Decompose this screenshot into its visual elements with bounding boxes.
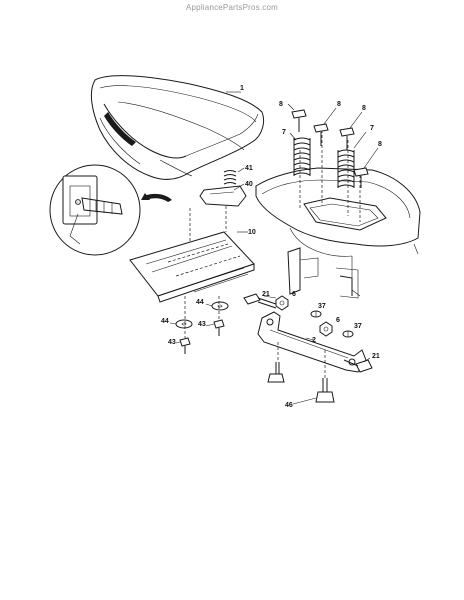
fender-frame (255, 130, 421, 299)
callout-43-upper: 43 (198, 321, 206, 328)
seat-part (90, 75, 265, 180)
callout-44-upper: 44 (196, 299, 204, 306)
washer-44-lower (175, 319, 193, 329)
callout-6-right: 6 (336, 317, 340, 324)
spring-right-part (337, 131, 367, 188)
callout-40: 40 (245, 181, 253, 188)
nut-6-left (275, 295, 289, 311)
screw-part-d (353, 147, 379, 188)
callout-1: 1 (240, 85, 244, 92)
spring-left-part (289, 132, 311, 176)
callout-10: 10 (248, 229, 256, 236)
callout-7a: 7 (282, 129, 286, 136)
callout-7b: 7 (370, 125, 374, 132)
callout-43-lower: 43 (168, 339, 176, 346)
spacer-37-top (310, 310, 322, 318)
callout-21-right: 21 (372, 353, 380, 360)
callout-8c: 8 (362, 105, 366, 112)
bolt-21-right (343, 359, 373, 373)
screw-part-a (287, 103, 307, 132)
callout-8d: 8 (378, 141, 382, 148)
callout-37-top: 37 (318, 303, 326, 310)
screw-part-c (339, 111, 363, 150)
bolt-21-left (243, 293, 277, 309)
bolt-43-lower (179, 296, 191, 354)
spacer-37-right (342, 330, 354, 338)
latch-plate-part (199, 183, 247, 207)
callout-37-right: 37 (354, 323, 362, 330)
bolt-46-left (267, 342, 285, 383)
callout-41: 41 (245, 165, 253, 172)
callout-8b: 8 (337, 101, 341, 108)
callout-44-lower: 44 (161, 318, 169, 325)
watermark-text: AppliancePartsPros.com (186, 3, 278, 12)
callout-2: 2 (312, 337, 316, 344)
nut-6-right (319, 321, 333, 337)
seat-pan-part (129, 206, 255, 303)
bolt-43-upper (213, 296, 225, 336)
callout-21-left: 21 (262, 291, 270, 298)
callout-46: 46 (285, 402, 293, 409)
callout-6-left: 6 (292, 291, 296, 298)
screw-part-b (313, 107, 337, 146)
bolt-46-right (315, 350, 335, 403)
detail-circle (49, 164, 172, 256)
small-spring-part (223, 167, 245, 185)
washer-44-upper (211, 301, 229, 311)
callout-8a: 8 (279, 101, 283, 108)
